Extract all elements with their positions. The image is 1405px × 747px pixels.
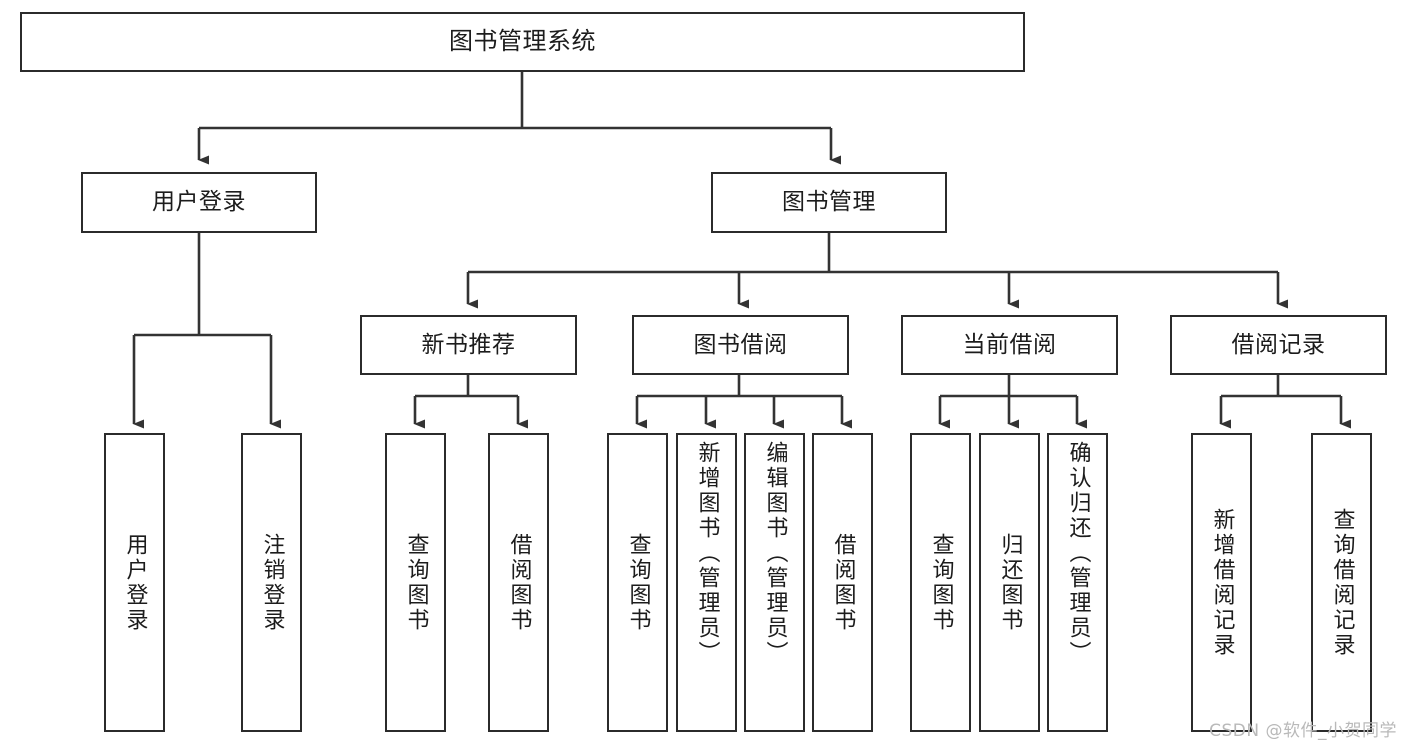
node-leaf-add-borrow-record[interactable]: 新增借阅记录	[1191, 433, 1252, 732]
node-label-leaf-borrow-query: 查询图书	[625, 532, 651, 633]
node-leaf-current-query[interactable]: 查询图书	[910, 433, 971, 732]
node-root-system[interactable]: 图书管理系统	[20, 12, 1025, 72]
node-new-book-recommend[interactable]: 新书推荐	[360, 315, 577, 375]
node-label-root: 图书管理系统	[449, 27, 596, 56]
node-label-leaf-add-borrow-record: 新增借阅记录	[1209, 507, 1235, 658]
node-label-leaf-query-borrow-record: 查询借阅记录	[1329, 507, 1355, 658]
node-leaf-newbook-borrow[interactable]: 借阅图书	[488, 433, 549, 732]
node-label-borrow-records: 借阅记录	[1231, 331, 1326, 358]
node-label-leaf-edit-book-admin: 编辑图书（管理员）	[762, 441, 788, 666]
node-label-leaf-logout: 注销登录	[259, 532, 285, 633]
node-label-leaf-user-login: 用户登录	[122, 532, 148, 633]
node-leaf-borrow-book[interactable]: 借阅图书	[812, 433, 873, 732]
node-label-current-borrow: 当前借阅	[962, 331, 1057, 358]
node-user-login[interactable]: 用户登录	[81, 172, 317, 233]
node-label-leaf-borrow-book: 借阅图书	[830, 532, 856, 633]
node-label-book-management: 图书管理	[782, 189, 876, 216]
node-leaf-user-login[interactable]: 用户登录	[104, 433, 165, 732]
node-label-new-book-recommend: 新书推荐	[421, 331, 516, 358]
node-current-borrow[interactable]: 当前借阅	[901, 315, 1118, 375]
node-label-leaf-confirm-return-admin: 确认归还（管理员）	[1065, 441, 1091, 666]
node-label-leaf-newbook-borrow: 借阅图书	[506, 532, 532, 633]
node-book-management[interactable]: 图书管理	[711, 172, 947, 233]
node-leaf-query-borrow-record[interactable]: 查询借阅记录	[1311, 433, 1372, 732]
node-borrow-records[interactable]: 借阅记录	[1170, 315, 1387, 375]
node-leaf-confirm-return-admin[interactable]: 确认归还（管理员）	[1047, 433, 1108, 732]
node-leaf-newbook-query[interactable]: 查询图书	[385, 433, 446, 732]
node-label-leaf-return-book: 归还图书	[997, 532, 1023, 633]
node-leaf-logout[interactable]: 注销登录	[241, 433, 302, 732]
node-leaf-add-book-admin[interactable]: 新增图书（管理员）	[676, 433, 737, 732]
node-label-leaf-add-book-admin: 新增图书（管理员）	[694, 441, 720, 666]
node-label-book-borrow: 图书借阅	[693, 331, 788, 358]
node-label-leaf-newbook-query: 查询图书	[403, 532, 429, 633]
node-book-borrow[interactable]: 图书借阅	[632, 315, 849, 375]
node-leaf-borrow-query[interactable]: 查询图书	[607, 433, 668, 732]
node-label-user-login: 用户登录	[152, 189, 246, 216]
node-label-leaf-current-query: 查询图书	[928, 532, 954, 633]
node-leaf-return-book[interactable]: 归还图书	[979, 433, 1040, 732]
node-leaf-edit-book-admin[interactable]: 编辑图书（管理员）	[744, 433, 805, 732]
